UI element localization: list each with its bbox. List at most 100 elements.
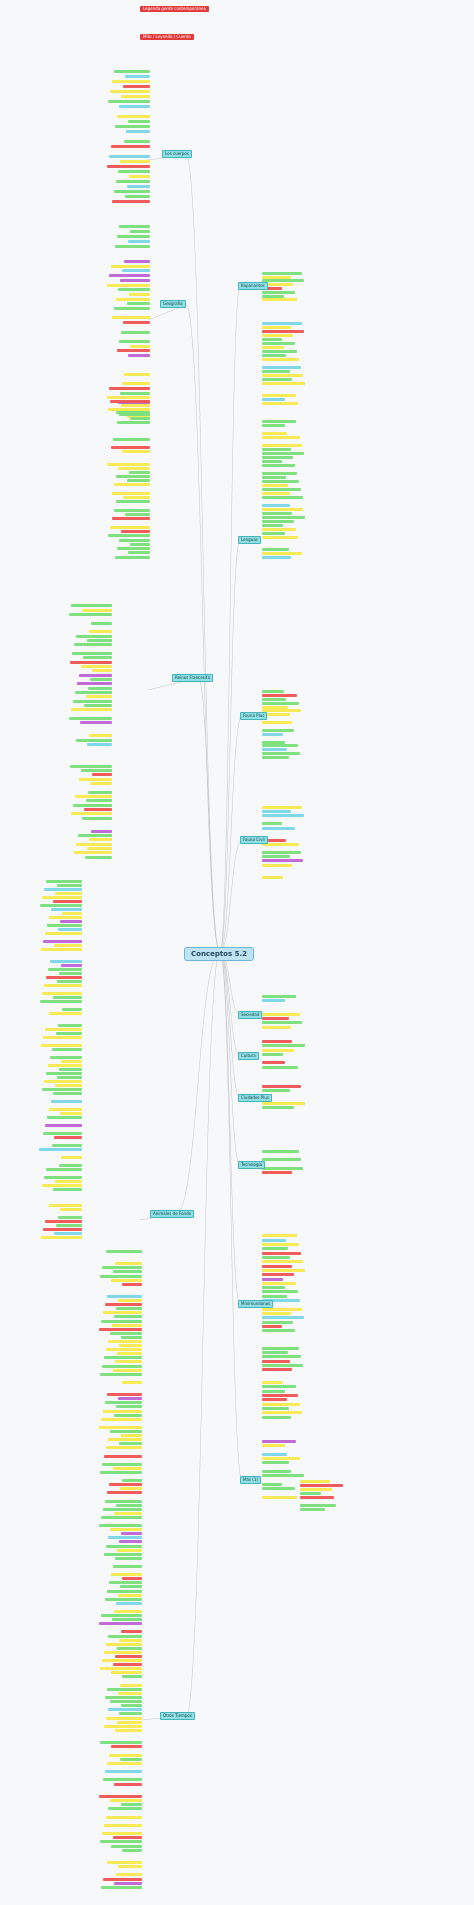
leaf-node[interactable] [110,1331,142,1335]
leaf-node[interactable] [113,1737,142,1740]
leaf-node[interactable] [43,1228,82,1231]
leaf-node[interactable] [262,1004,298,1007]
leaf-node[interactable] [125,512,150,516]
leaf-node[interactable] [119,105,150,108]
leaf-node[interactable] [262,847,288,850]
leaf-node[interactable] [262,464,295,467]
leaf-node[interactable] [43,1036,82,1039]
leaf-node[interactable] [262,1260,303,1264]
leaf-node[interactable] [262,1085,301,1088]
leaf-node[interactable] [262,1044,305,1048]
leaf-node[interactable] [262,1012,300,1016]
leaf-node[interactable] [39,1052,82,1055]
leaf-node[interactable] [262,1466,302,1469]
leaf-node[interactable] [262,1242,299,1246]
leaf-node[interactable] [122,450,150,453]
leaf-node[interactable] [127,185,150,188]
leaf-node[interactable] [262,1373,305,1376]
leaf-node[interactable] [49,1204,82,1207]
leaf-node[interactable] [262,1251,301,1255]
branch-minimundos[interactable]: Minimundanos [238,1300,274,1308]
leaf-node[interactable] [45,1028,82,1031]
leaf-node[interactable] [103,1877,142,1881]
leaf-node[interactable] [262,1008,287,1011]
leaf-node[interactable] [122,1282,142,1286]
leaf-node[interactable] [50,1152,82,1155]
leaf-node[interactable] [112,517,150,521]
leaf-node[interactable] [262,548,289,551]
leaf-node[interactable] [90,678,112,681]
leaf-node[interactable] [69,717,112,720]
leaf-node[interactable] [262,275,291,279]
leaf-node[interactable] [44,984,82,987]
leaf-node[interactable] [72,652,112,655]
leaf-node[interactable] [60,1208,82,1211]
leaf-node[interactable] [100,1840,142,1844]
leaf-node[interactable] [54,1136,82,1139]
leaf-node[interactable] [119,538,150,542]
leaf-node[interactable] [106,1446,142,1450]
leaf-node[interactable] [106,1815,142,1819]
leaf-node[interactable] [56,936,82,939]
leaf-node[interactable] [102,1733,142,1736]
leaf-node[interactable] [262,1440,296,1443]
leaf-node[interactable] [262,701,299,705]
leaf-node[interactable] [119,1540,142,1544]
leaf-node[interactable] [61,1156,82,1159]
leaf-node[interactable] [111,1475,142,1478]
leaf-node[interactable] [262,1021,302,1025]
leaf-node[interactable] [100,1667,142,1671]
leaf-node[interactable] [262,732,283,736]
leaf-node[interactable] [262,326,291,329]
leaf-node[interactable] [262,1286,285,1290]
leaf-node[interactable] [262,1234,297,1238]
leaf-node[interactable] [122,1848,142,1852]
leaf-node[interactable] [122,150,150,153]
leaf-node[interactable] [105,1695,142,1699]
leaf-node[interactable] [107,462,150,466]
leaf-node[interactable] [118,1691,142,1695]
leaf-node[interactable] [88,790,112,794]
leaf-node[interactable] [50,960,82,963]
branch-lenguas[interactable]: Lenguas [238,536,261,544]
leaf-node[interactable] [107,1861,142,1865]
leaf-node[interactable] [262,480,299,483]
leaf-node[interactable] [262,406,287,409]
leaf-node[interactable] [262,508,303,511]
leaf-node[interactable] [119,1638,142,1642]
leaf-node[interactable] [262,1402,300,1406]
leaf-node[interactable] [99,1795,142,1798]
leaf-node[interactable] [262,822,282,826]
leaf-node[interactable] [262,1016,289,1020]
leaf-node[interactable] [107,1491,142,1495]
leaf-node[interactable] [126,364,150,367]
leaf-node[interactable] [120,1291,142,1294]
leaf-node[interactable] [262,334,293,337]
leaf-node[interactable] [300,1508,325,1511]
leaf-node[interactable] [262,737,296,740]
leaf-node[interactable] [59,1164,82,1167]
leaf-node[interactable] [123,85,150,88]
leaf-node[interactable] [100,1470,142,1474]
leaf-node[interactable] [115,555,150,559]
leaf-node[interactable] [109,454,150,457]
leaf-node[interactable] [121,530,150,533]
leaf-node[interactable] [60,1016,82,1019]
leaf-node[interactable] [262,370,290,373]
leaf-node[interactable] [121,95,150,98]
leaf-node[interactable] [262,283,293,287]
leaf-node[interactable] [62,912,82,915]
leaf-node[interactable] [128,425,150,428]
leaf-node[interactable] [58,928,82,931]
leaf-node[interactable] [109,155,150,158]
leaf-node[interactable] [69,613,112,616]
leaf-node[interactable] [111,445,150,449]
leaf-node[interactable] [102,1561,142,1564]
leaf-node[interactable] [115,429,150,432]
leaf-node[interactable] [80,617,112,620]
leaf-node[interactable] [262,690,284,693]
leaf-node[interactable] [117,547,150,551]
leaf-node[interactable] [89,734,112,738]
leaf-node[interactable] [110,400,150,403]
leaf-node[interactable] [74,851,112,855]
